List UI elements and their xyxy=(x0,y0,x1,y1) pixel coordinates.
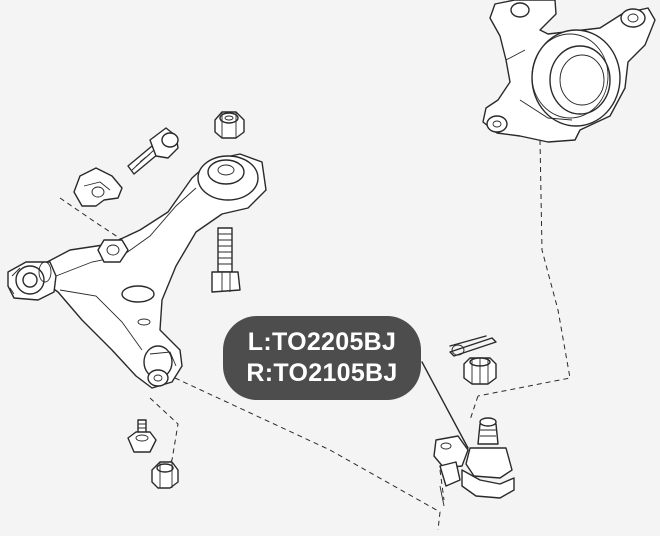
hex-nut-top xyxy=(214,111,245,139)
bushing-bracket xyxy=(73,167,123,207)
bolt-top xyxy=(127,127,179,175)
rear-bushing-mount xyxy=(97,239,129,263)
ball-joint xyxy=(433,417,515,507)
front-bushing xyxy=(7,261,57,301)
castle-nut xyxy=(463,357,497,385)
lower-control-arm xyxy=(31,153,267,389)
bolt-lower xyxy=(127,419,157,453)
hex-nut-lower xyxy=(151,461,179,489)
steering-knuckle xyxy=(482,0,656,143)
callout-leader-line xyxy=(421,361,469,449)
bolt-vertical xyxy=(211,227,241,293)
left-part-number: L:TO2205BJ xyxy=(247,328,397,356)
part-number-callout: L:TO2205BJ R:TO2105BJ xyxy=(223,316,421,400)
right-part-number: R:TO2105BJ xyxy=(246,359,398,387)
cotter-pin xyxy=(449,335,497,357)
